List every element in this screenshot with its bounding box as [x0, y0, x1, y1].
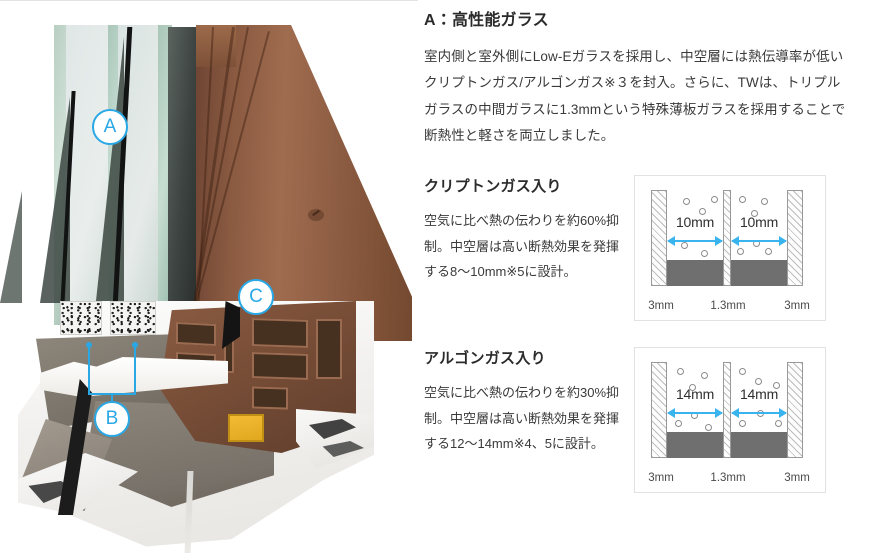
thickness-label-middle: 1.3mm: [710, 472, 746, 485]
gas-molecule-icon: [739, 368, 746, 376]
arrow-head-left-icon: [667, 408, 675, 419]
leader-dot: [86, 342, 92, 348]
gas-molecule-icon: [677, 368, 684, 376]
resin-hollow-cell: [252, 386, 288, 410]
gas-molecule-icon: [711, 196, 718, 204]
dimension-arrow-right: [731, 408, 787, 419]
leader-dot: [132, 342, 138, 348]
callout-marker-a[interactable]: A: [92, 109, 128, 145]
glass-section-diagram-krypton: 10mm 10mm 3mm 1.3mm 3mm: [634, 175, 826, 322]
gas-text-argon: アルゴンガス入り 空気に比べ熱の伝わりを約30%抑制。中空層は高い断熱効果を発揮…: [424, 347, 634, 456]
photo-stage: A B C: [0, 1, 418, 556]
thickness-label-inner: 3mm: [784, 472, 810, 485]
callout-marker-c[interactable]: C: [238, 279, 274, 315]
yellow-gasket-block: [228, 414, 264, 442]
arrow-line: [732, 240, 786, 243]
arrow-head-right-icon: [715, 236, 723, 247]
wood-screw-head: [308, 209, 324, 221]
resin-hollow-cell: [252, 352, 308, 380]
gas-section-krypton: クリプトンガス入り 空気に比べ熱の伝わりを約60%抑制。中空層は高い断熱効果を発…: [424, 175, 852, 322]
arrow-head-right-icon: [779, 408, 787, 419]
leader-line: [88, 345, 90, 395]
resin-hollow-cell: [252, 318, 308, 348]
arrow-head-left-icon: [667, 236, 675, 247]
gas-molecule-icon: [737, 248, 744, 256]
resin-hollow-cell: [176, 321, 216, 347]
diagram-glass-pane-outer: [651, 362, 667, 459]
gas-text-krypton: クリプトンガス入り 空気に比べ熱の伝わりを約60%抑制。中空層は高い断熱効果を発…: [424, 175, 634, 284]
gas-title-krypton: クリプトンガス入り: [424, 178, 562, 196]
wood-frame-end-grain: [196, 25, 236, 67]
gas-molecule-icon: [701, 372, 708, 380]
gas-desc-argon: 空気に比べ熱の伝わりを約30%抑制。中空層は高い断熱効果を発揮する12〜14mm…: [424, 385, 620, 451]
diagram-spacer-bar: [667, 432, 723, 459]
gas-molecule-icon: [689, 384, 696, 392]
arrow-head-left-icon: [731, 408, 739, 419]
gas-molecule-icon: [773, 382, 780, 390]
gas-molecule-icon: [739, 196, 746, 204]
gas-molecule-icon: [699, 208, 706, 216]
gas-molecule-icon: [683, 198, 690, 206]
thickness-label-outer: 3mm: [648, 472, 674, 485]
gas-molecule-icon: [775, 420, 782, 428]
cavity-dimension-left: 14mm: [675, 386, 715, 403]
gas-molecule-icon: [751, 210, 758, 218]
diagram-inner: 10mm 10mm 3mm 1.3mm 3mm: [635, 176, 825, 320]
arrow-line: [668, 412, 722, 415]
desiccant-spacer: [110, 301, 156, 335]
thickness-label-inner: 3mm: [784, 300, 810, 313]
diagram-gas-cavity-right: [731, 190, 787, 287]
cavity-dimension-right: 10mm: [739, 214, 779, 231]
arrow-head-right-icon: [779, 236, 787, 247]
glass-section-diagram-argon: 14mm 14mm 3mm 1.3mm 3mm: [634, 347, 826, 494]
product-cutaway-photo: A B C: [0, 0, 418, 556]
leader-line: [111, 393, 113, 405]
diagram-gas-cavity-left: [667, 362, 723, 459]
thickness-label-outer: 3mm: [648, 300, 674, 313]
leader-line: [134, 345, 136, 395]
resin-hollow-cell: [316, 319, 342, 379]
cavity-dimension-left: 10mm: [675, 214, 715, 231]
diagram-glass-pane-inner: [787, 190, 803, 287]
gas-molecule-icon: [761, 198, 768, 206]
callout-marker-b[interactable]: B: [94, 401, 130, 437]
diagram-glass-pane-outer: [651, 190, 667, 287]
section-heading-glass: A：高性能ガラス: [424, 12, 549, 29]
gas-molecule-icon: [705, 424, 712, 432]
gas-molecule-icon: [701, 250, 708, 258]
diagram-gas-cavity-left: [667, 190, 723, 287]
diagram-glass-pane-middle: [723, 362, 731, 459]
arrow-head-left-icon: [731, 236, 739, 247]
gas-section-argon: アルゴンガス入り 空気に比べ熱の伝わりを約30%抑制。中空層は高い断熱効果を発揮…: [424, 347, 852, 494]
diagram-spacer-bar: [667, 260, 723, 287]
diagram-inner: 14mm 14mm 3mm 1.3mm 3mm: [635, 348, 825, 492]
gas-desc-krypton: 空気に比べ熱の伝わりを約60%抑制。中空層は高い断熱効果を発揮する8〜10mm※…: [424, 213, 620, 279]
thickness-label-middle: 1.3mm: [710, 300, 746, 313]
dimension-arrow-left: [667, 236, 723, 247]
gas-title-argon: アルゴンガス入り: [424, 350, 546, 368]
diagram-spacer-bar: [731, 260, 787, 287]
gas-molecule-icon: [755, 378, 762, 386]
dimension-arrow-left: [667, 408, 723, 419]
arrow-line: [732, 412, 786, 415]
diagram-gas-cavity-right: [731, 362, 787, 459]
arrow-line: [668, 240, 722, 243]
resin-gasket: [222, 301, 240, 349]
arrow-head-right-icon: [715, 408, 723, 419]
section-body-glass: 室内側と室外側にLow-Eガラスを採用し、中空層には熱伝導率が低いクリプトンガス…: [424, 49, 846, 143]
diagram-spacer-bar: [731, 432, 787, 459]
diagram-glass-pane-middle: [723, 190, 731, 287]
gas-molecule-icon: [675, 420, 682, 428]
gas-molecule-icon: [739, 420, 746, 428]
gas-molecule-icon: [765, 248, 772, 256]
dimension-arrow-right: [731, 236, 787, 247]
glass-reflection-3: [0, 191, 22, 303]
cavity-dimension-right: 14mm: [739, 386, 779, 403]
desiccant-spacer: [60, 301, 102, 335]
diagram-glass-pane-inner: [787, 362, 803, 459]
gas-molecule-icon: [681, 242, 688, 250]
content-column: A：高性能ガラス 室内側と室外側にLow-Eガラスを採用し、中空層には熱伝導率が…: [418, 0, 874, 556]
